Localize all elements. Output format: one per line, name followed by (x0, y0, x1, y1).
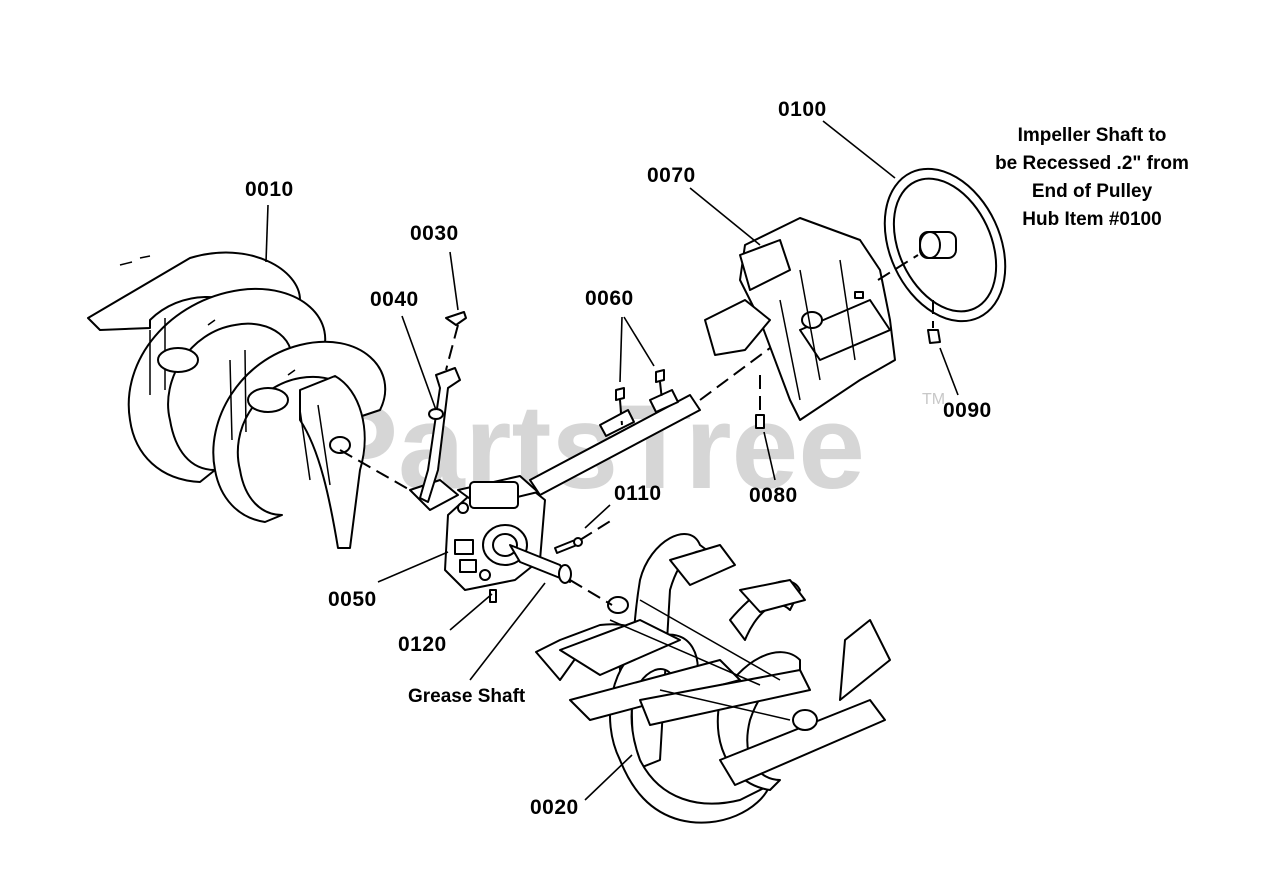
pulley (883, 167, 1007, 323)
part-label-0110[interactable]: 0110 (614, 482, 662, 505)
part-label-0120[interactable]: 0120 (398, 633, 447, 656)
part-label-0040[interactable]: 0040 (370, 288, 419, 311)
impeller-note-line-1: Impeller Shaft to (1018, 125, 1167, 146)
part-label-0090[interactable]: 0090 (943, 399, 992, 422)
part-label-0010[interactable]: 0010 (245, 178, 294, 201)
set-screw (755, 414, 765, 429)
watermark-trademark: TM (922, 391, 945, 408)
auger-shaft-line (339, 449, 411, 491)
part-label-0060[interactable]: 0060 (585, 287, 634, 310)
right-auger (535, 533, 891, 824)
output-shaft-line (569, 579, 613, 606)
drive-lever (419, 311, 467, 503)
output-shaft (509, 544, 572, 584)
lever-bolt-line (445, 324, 459, 371)
bolt-lines (619, 381, 663, 426)
part-label-0080[interactable]: 0080 (749, 484, 798, 507)
grease-shaft-note: Grease Shaft (408, 686, 526, 707)
shaft-bolts (615, 369, 665, 401)
pulley-shaft-line (877, 254, 919, 281)
impeller-note: Impeller Shaft to be Recessed .2" from E… (995, 125, 1189, 230)
part-label-0070[interactable]: 0070 (647, 164, 696, 187)
part-label-0050[interactable]: 0050 (328, 588, 377, 611)
impeller-note-line-2: be Recessed .2" from (995, 153, 1189, 174)
drive-shaft (529, 389, 701, 496)
part-label-0020[interactable]: 0020 (530, 796, 579, 819)
impeller-note-line-3: End of Pulley (1032, 181, 1153, 202)
leader-lines (265, 120, 959, 801)
bolt-line (579, 519, 613, 541)
part-label-0030[interactable]: 0030 (410, 222, 459, 245)
left-auger (87, 251, 387, 549)
impeller-note-line-4: Hub Item #0100 (1022, 209, 1161, 230)
grease-fitting (489, 589, 497, 603)
impeller-housing (704, 217, 896, 421)
part-label-0100[interactable]: 0100 (778, 98, 827, 121)
shear-bolt (554, 537, 583, 554)
pulley-bolt (927, 329, 941, 344)
